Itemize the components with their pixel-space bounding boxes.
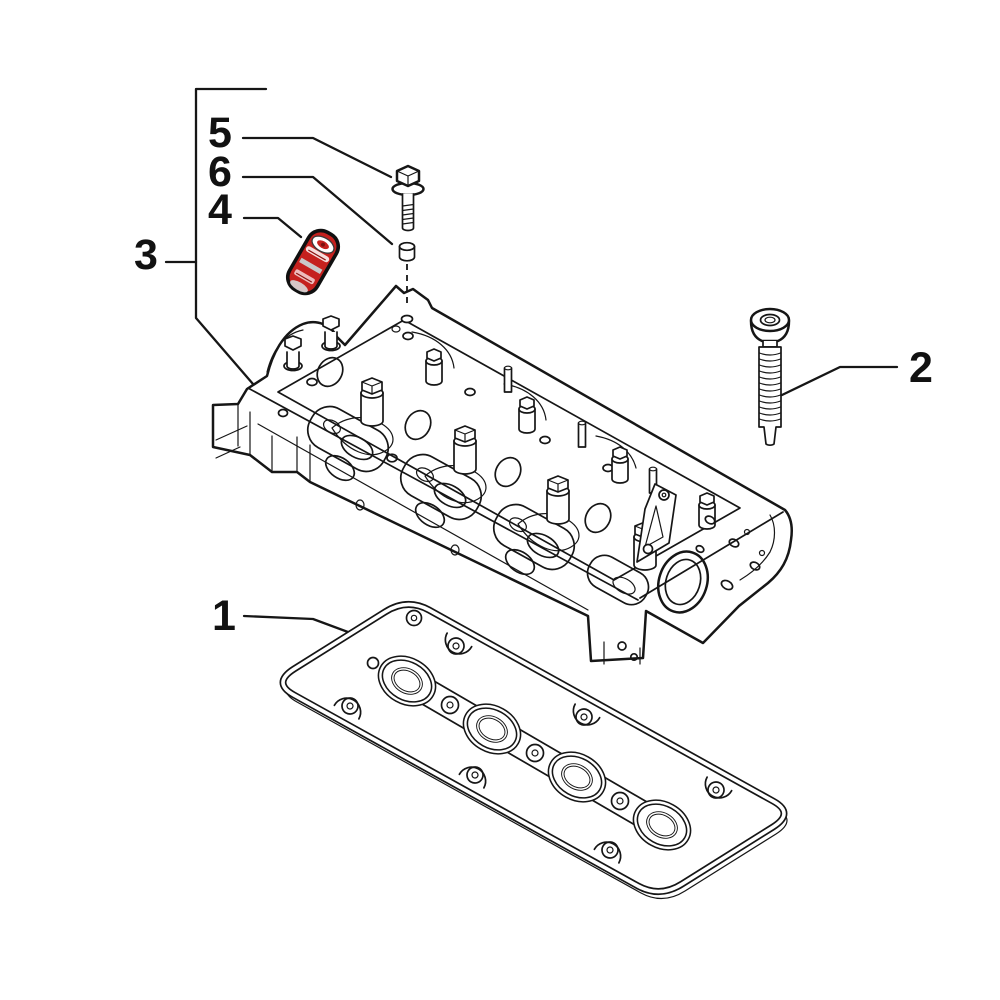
head-front-face-detail [277,408,536,576]
gasket-grommets [440,695,630,811]
deck-port-ovals [316,356,612,534]
callout-1: 1 [212,592,236,640]
rear-stud-towers [425,348,716,530]
leader-2 [780,365,899,397]
leader-6 [241,175,394,246]
callout-labels: 1 2 3 4 5 6 [134,109,933,640]
callout-3: 3 [134,231,158,279]
gasket-bore-ring-2 [462,703,522,755]
leader-4 [242,216,303,239]
leader-5 [241,136,393,179]
deck-bolt-holes [306,331,666,520]
part-1-valve-cover-gasket [279,601,788,900]
callout-4: 4 [208,186,232,234]
callout-6: 6 [208,148,232,196]
arch-stud-nuts [283,315,341,372]
valve-racetracks [306,405,650,606]
gasket-strip [421,680,648,826]
bolt-threads [758,352,782,422]
part-5-flange-bolt [391,164,425,232]
gasket-bore-ring-4 [632,799,692,851]
part-2-head-bolt [749,307,791,446]
part-3-cylinder-head [211,284,793,665]
gasket-bolt-tabs [333,609,733,864]
callout-2: 2 [909,344,933,392]
callout-5: 5 [208,109,232,157]
callout-leader-lines [164,87,899,637]
deck-casting-lines [331,331,637,552]
part-6-bushing [398,241,416,306]
part-4-stud-highlighted [285,228,341,296]
leader-1 [242,614,358,637]
gasket-bore-ring-1 [377,655,437,707]
bracket-3-line [194,87,268,386]
gasket-bore-ring-3 [547,751,607,803]
head-mount-feet [215,425,641,665]
head-right-end [636,483,766,614]
